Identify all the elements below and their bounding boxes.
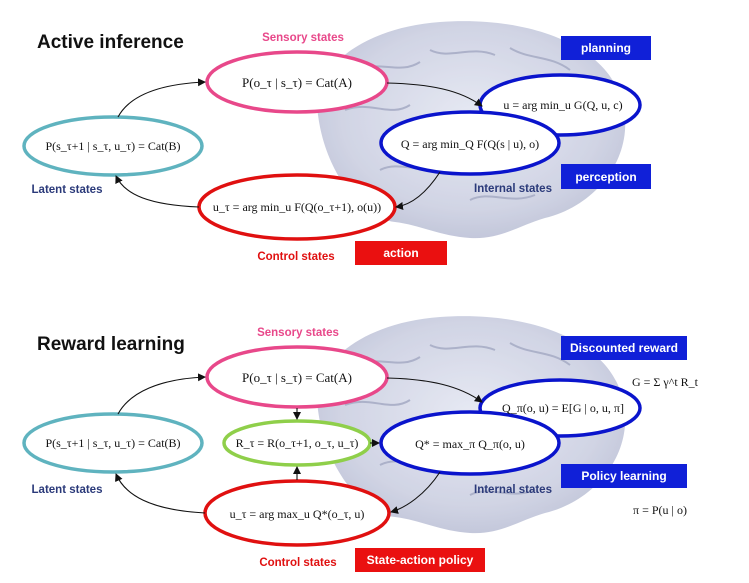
- top-arrow-latent-to-sensory: [117, 78, 206, 118]
- bottom-title: Reward learning: [37, 334, 185, 355]
- top-arrow-sensory-to-internal: [386, 82, 483, 107]
- bottom-g-eq: G = Σ γ^t R_t: [632, 375, 699, 389]
- bottom-policy-learning-box-text: Policy learning: [581, 469, 666, 483]
- top-sensory-ellipse: [205, 50, 389, 114]
- top-perception-eq: Q = arg min_Q F(Q(s | u), o): [401, 137, 539, 151]
- top-control-label: Control states: [257, 251, 334, 263]
- bottom-arrow-internal-to-control: [390, 471, 441, 514]
- top-perception-box: [561, 164, 651, 189]
- bottom-arrow-control-to-latent: [115, 473, 206, 514]
- bottom-policy-box-text: State-action policy: [367, 553, 474, 567]
- bottom-pi-eq: π = P(u | o): [633, 503, 687, 517]
- bottom-sensory-ellipse: [205, 345, 389, 409]
- bottom-sensory-label: Sensory states: [257, 327, 339, 339]
- bottom-discounted-box: [561, 336, 687, 360]
- top-planning-box-text: planning: [581, 41, 631, 55]
- bottom-policy-box: [355, 548, 485, 572]
- bottom-qstar-eq: Q* = max_π Q_π(o, u): [415, 437, 525, 451]
- top-planning-box: [561, 36, 651, 60]
- bottom-qstar-ellipse: [379, 410, 561, 476]
- bottom-policy-learning-box: [561, 464, 687, 488]
- bottom-discounted-box-text: Discounted reward: [570, 341, 678, 355]
- top-latent-label: Latent states: [32, 184, 103, 196]
- bottom-reward-eq: R_τ = R(o_τ+1, o_τ, u_τ): [236, 436, 359, 450]
- top-latent-ellipse: [22, 115, 204, 177]
- bottom-latent-eq: P(s_τ+1 | s_τ, u_τ) = Cat(B): [45, 436, 180, 450]
- top-perception-box-text: perception: [575, 170, 636, 184]
- top-action-box-text: action: [383, 246, 418, 260]
- top-title: Active inference: [37, 32, 184, 53]
- top-latent-eq: P(s_τ+1 | s_τ, u_τ) = Cat(B): [45, 139, 180, 153]
- top-planning-eq: u = arg min_u G(Q, u, c): [503, 98, 622, 112]
- bottom-qpi-eq: Q_π(o, u) = E[G | o, u, π]: [502, 401, 624, 415]
- top-arrow-control-to-latent: [115, 175, 200, 208]
- bottom-control-label: Control states: [259, 557, 336, 569]
- bottom-sensory-eq: P(o_τ | s_τ) = Cat(A): [242, 370, 352, 385]
- top-control-eq: u_τ = arg min_u F(Q(o_τ+1), o(u)): [213, 200, 381, 214]
- top-sensory-label: Sensory states: [262, 32, 344, 44]
- bottom-latent-label: Latent states: [32, 484, 103, 496]
- top-action-box: [355, 241, 447, 265]
- top-perception-ellipse: [379, 110, 561, 176]
- bottom-arrow-latent-to-sensory: [117, 373, 206, 415]
- top-internal-label: Internal states: [474, 183, 552, 195]
- bottom-control-eq: u_τ = arg max_u Q*(o_τ, u): [230, 507, 365, 521]
- bottom-internal-label: Internal states: [474, 484, 552, 496]
- top-sensory-eq: P(o_τ | s_τ) = Cat(A): [242, 75, 352, 90]
- top-arrow-internal-to-control: [395, 171, 441, 210]
- bottom-arrow-sensory-to-internal: [386, 377, 483, 403]
- bottom-latent-ellipse: [22, 412, 204, 474]
